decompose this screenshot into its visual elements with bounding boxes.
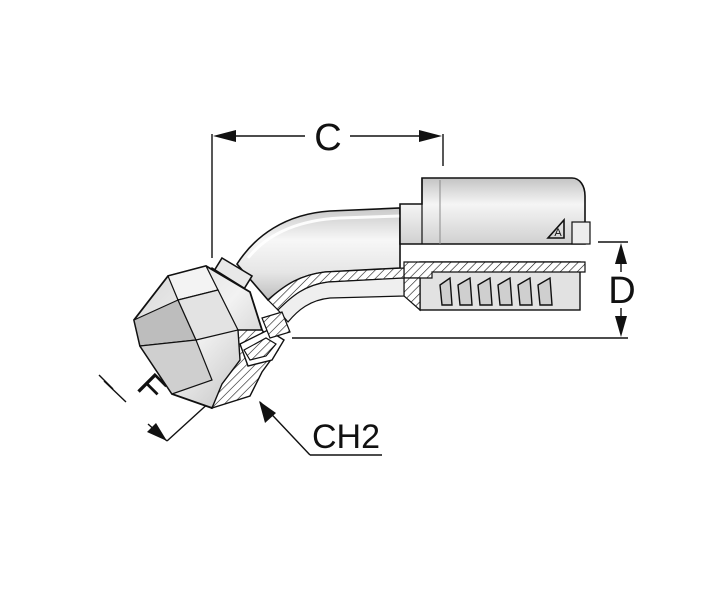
dimension-d-arrow-top	[615, 243, 627, 264]
dimension-f-line-top	[103, 380, 127, 403]
elbow-bore	[277, 277, 405, 323]
ch2-arrow	[259, 401, 276, 423]
dimension-c-label: C	[314, 117, 341, 159]
swivel-nut	[133, 256, 291, 410]
svg-text:A: A	[554, 227, 562, 239]
logo-mark: A	[546, 217, 565, 239]
dimension-c-arrow-left	[213, 130, 236, 142]
ferrule: A	[399, 177, 591, 312]
dimension-d-label: D	[608, 270, 635, 312]
dimension-f-arrow	[147, 423, 167, 441]
barb-ridges	[439, 276, 553, 306]
dimension-c: C	[211, 117, 444, 258]
dimension-c-arrow-right	[419, 130, 442, 142]
dimension-f-extension-bottom	[166, 399, 213, 442]
ch2-callout: CH2	[259, 401, 382, 456]
dimension-d: D	[292, 241, 636, 339]
ch2-label: CH2	[312, 418, 380, 456]
dimension-d-arrow-bottom	[615, 316, 627, 337]
